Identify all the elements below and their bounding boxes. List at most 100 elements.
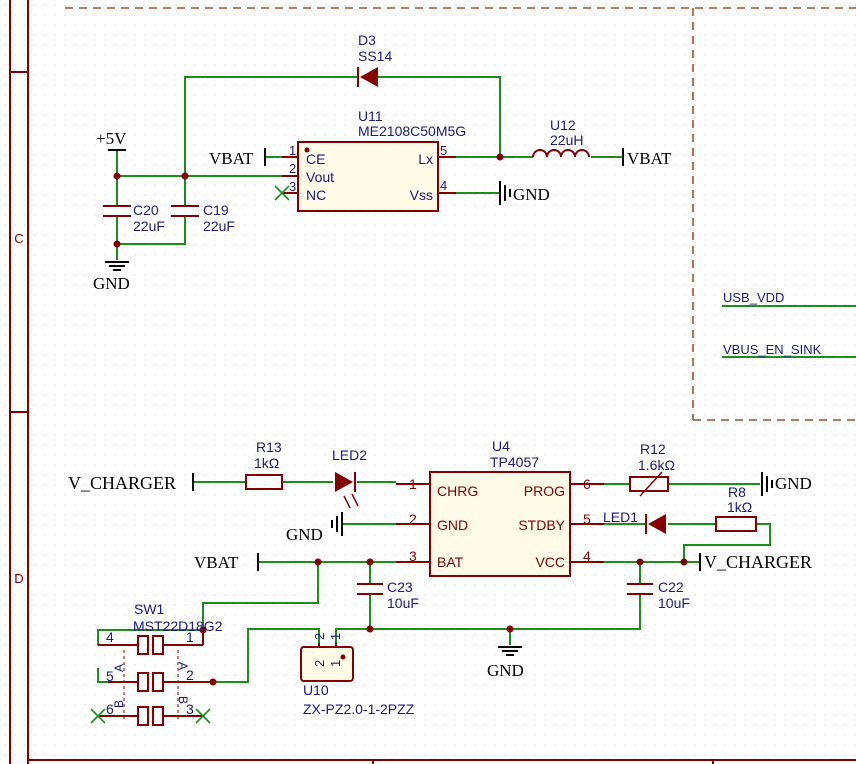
led1-ref: LED1 bbox=[603, 509, 638, 525]
c23-value: 10uF bbox=[387, 595, 419, 611]
vcharger-left-label: V_CHARGER bbox=[68, 473, 176, 493]
r12-value: 1.6kΩ bbox=[638, 457, 675, 473]
u4-pin-5: 5 bbox=[583, 511, 591, 527]
capacitor-c23: C23 10uF bbox=[357, 579, 419, 611]
net-label-usb-vdd: USB_VDD bbox=[723, 290, 784, 305]
u10-pin-2-inner: 2 bbox=[312, 660, 327, 667]
u4-ref: U4 bbox=[492, 438, 510, 454]
u11-pin-lx: Lx bbox=[418, 151, 433, 167]
u12-value: 22uH bbox=[550, 132, 583, 148]
u11-pin-5: 5 bbox=[440, 143, 447, 158]
diode-d3: D3 SS14 bbox=[357, 32, 392, 87]
u10-ref: U10 bbox=[303, 682, 329, 698]
r8-ref: R8 bbox=[728, 484, 746, 500]
u4-pin-1: 1 bbox=[409, 476, 417, 492]
u11-ref: U11 bbox=[358, 108, 383, 124]
c19-value: 22uF bbox=[203, 218, 235, 234]
u11-pin-nc: NC bbox=[306, 187, 326, 203]
vbat-bus-label: VBAT bbox=[194, 553, 239, 572]
no-connect-mark-u11 bbox=[274, 185, 290, 201]
boost-junctions bbox=[113, 153, 504, 248]
no-connect-mark-sw1-left bbox=[90, 708, 106, 724]
resistor-r8: R8 1kΩ bbox=[715, 484, 757, 532]
r13-ref: R13 bbox=[256, 439, 282, 455]
switch-sw1: SW1 MST22D18G2 4 1 5 2 6 3 A B A B bbox=[98, 601, 223, 726]
u4-pin-6: 6 bbox=[583, 476, 591, 492]
ground-symbol-bottom: GND bbox=[487, 646, 524, 680]
u11-pin-4: 4 bbox=[440, 178, 447, 193]
u4-pin-2: 2 bbox=[409, 511, 417, 527]
u4-pin-vcc: VCC bbox=[535, 554, 565, 570]
u11-pin-1: 1 bbox=[289, 143, 296, 158]
u4-pin-chrg: CHRG bbox=[437, 483, 478, 499]
u4-pin-gnd: GND bbox=[437, 517, 468, 533]
gnd-boost-label: GND bbox=[513, 185, 550, 204]
power-vbat-out: VBAT bbox=[622, 148, 672, 168]
u11-pin-ce: CE bbox=[306, 151, 325, 167]
gnd-led-label: GND bbox=[286, 525, 323, 544]
vcharger-right-label: V_CHARGER bbox=[704, 552, 812, 572]
u4-pin-prog: PROG bbox=[524, 483, 565, 499]
row-label-d: D bbox=[14, 571, 23, 586]
u4-value: TP4057 bbox=[490, 454, 539, 470]
c22-ref: C22 bbox=[658, 579, 684, 595]
connector-u10: 2 1 2 1 U10 ZX-PZ2.0-1-2PZZ bbox=[300, 633, 415, 717]
ic-u11: U11 ME2108C50M5G 1 2 3 CE Vout NC Lx Vss… bbox=[282, 108, 466, 212]
u11-value: ME2108C50M5G bbox=[358, 123, 466, 139]
u10-value: ZX-PZ2.0-1-2PZZ bbox=[303, 701, 415, 717]
r12-ref: R12 bbox=[640, 441, 666, 457]
sw1-side-b-right: B bbox=[176, 696, 190, 704]
u11-pin-2: 2 bbox=[289, 161, 296, 176]
capacitor-c20: C20 22uF bbox=[103, 202, 165, 234]
power-vcharger-right: V_CHARGER bbox=[699, 552, 812, 572]
power-5v-label: +5V bbox=[96, 129, 127, 148]
c20-value: 22uF bbox=[133, 218, 165, 234]
vbat-in-label: VBAT bbox=[209, 149, 254, 168]
u4-pin-4: 4 bbox=[583, 548, 591, 564]
gnd-bottom-label: GND bbox=[487, 661, 524, 680]
led-led1: LED1 bbox=[603, 509, 666, 534]
resistor-r12: R12 1.6kΩ bbox=[629, 441, 675, 497]
row-label-c: C bbox=[14, 231, 23, 246]
ground-symbol-prog: GND bbox=[761, 472, 812, 496]
sw1-side-a-right: A bbox=[176, 662, 190, 670]
c23-ref: C23 bbox=[387, 579, 413, 595]
sw1-side-a-left: A bbox=[112, 664, 126, 672]
sw1-pin-5: 5 bbox=[106, 668, 114, 684]
u4-pin-stdby: STDBY bbox=[518, 517, 565, 533]
net-label-vbus-en-sink: VBUS_EN_SINK bbox=[723, 342, 822, 357]
ground-symbol-boost: GND bbox=[499, 181, 550, 205]
ic-u4: U4 TP4057 1 2 3 6 5 4 CHRG GND BAT PROG … bbox=[396, 438, 604, 577]
c20-ref: C20 bbox=[133, 202, 159, 218]
u10-pin-1-outer: 1 bbox=[328, 633, 343, 640]
sw1-pin-2: 2 bbox=[186, 667, 194, 683]
sheet-frame: C D bbox=[9, 0, 856, 764]
capacitor-c19: C19 22uF bbox=[171, 202, 235, 234]
dashed-boundary bbox=[65, 7, 856, 421]
power-vbat-bus: VBAT bbox=[194, 553, 259, 572]
led2-ref: LED2 bbox=[332, 447, 367, 463]
sw1-value: MST22D18G2 bbox=[133, 618, 223, 634]
r13-value: 1kΩ bbox=[254, 455, 279, 471]
sw1-pin-6: 6 bbox=[106, 701, 114, 717]
u11-pin-3: 3 bbox=[289, 179, 296, 194]
c19-ref: C19 bbox=[203, 202, 229, 218]
no-connect-mark-sw1-right bbox=[195, 708, 211, 724]
d3-ref: D3 bbox=[358, 32, 376, 48]
sw1-side-b-left: B bbox=[112, 700, 126, 708]
power-vbat-in: VBAT bbox=[209, 148, 266, 168]
c22-value: 10uF bbox=[658, 595, 690, 611]
power-vcharger-left: V_CHARGER bbox=[68, 473, 194, 493]
power-5v: +5V bbox=[96, 129, 127, 151]
inductor-u12: U12 22uH bbox=[532, 117, 590, 158]
sw1-pin-4: 4 bbox=[106, 629, 114, 645]
gnd-prog-label: GND bbox=[775, 474, 812, 493]
u11-pin-vout: Vout bbox=[306, 169, 334, 185]
u11-pin-vss: Vss bbox=[410, 187, 433, 203]
resistor-r13: R13 1kΩ bbox=[245, 439, 283, 490]
sw1-pin-1: 1 bbox=[186, 629, 194, 645]
u10-pin-1-inner: 1 bbox=[328, 660, 343, 667]
ground-symbol-led: GND bbox=[286, 512, 343, 544]
